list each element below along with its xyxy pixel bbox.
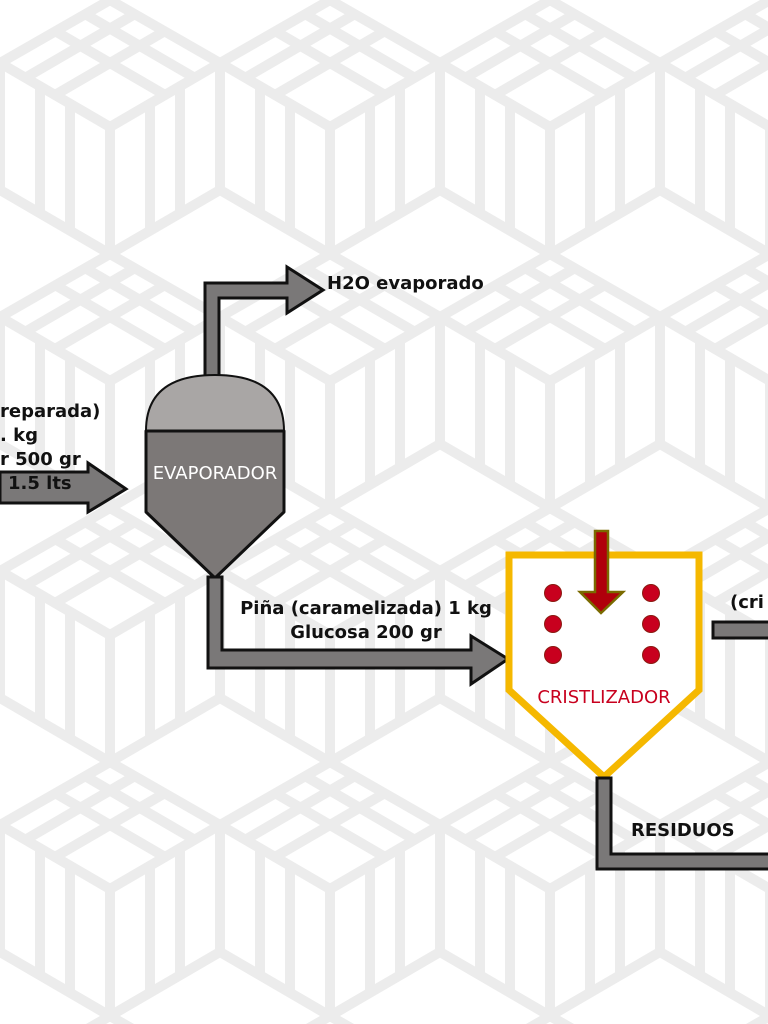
crystallizer-vessel — [505, 529, 703, 782]
residue-label: RESIDUOS — [631, 820, 735, 841]
crystallizer-label: CRISTLIZADOR — [537, 687, 671, 708]
feed-label-line4: 1.5 lts — [8, 473, 72, 494]
evaporator-label: EVAPORADOR — [152, 463, 278, 484]
transfer-label-line2: Glucosa 200 gr — [290, 622, 442, 643]
evaporator-vessel — [144, 373, 286, 580]
feed-label-line3: r 500 gr — [0, 449, 81, 470]
product-outlet-pipe — [711, 620, 768, 640]
product-outlet-label: (cri — [730, 592, 764, 613]
feed-label-line1: reparada) — [0, 401, 101, 422]
seed-feed-arrow — [576, 529, 627, 615]
feed-inlet-arrow — [0, 460, 129, 515]
feed-label-line2: . kg — [0, 425, 38, 446]
seed-dots — [544, 584, 660, 664]
residue-pipe — [595, 776, 768, 871]
vapor-outlet-label: H2O evaporado — [327, 273, 484, 294]
transfer-label-line1: Piña (caramelizada) 1 kg — [240, 598, 492, 619]
transfer-pipe — [206, 575, 511, 687]
vapor-outlet-pipe — [203, 264, 326, 379]
